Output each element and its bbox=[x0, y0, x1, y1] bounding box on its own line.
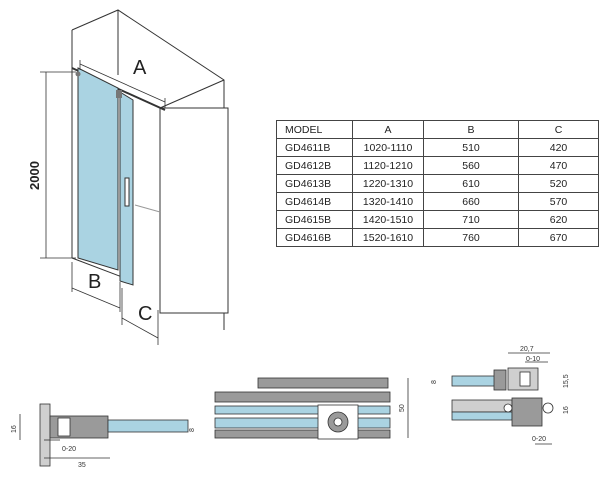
right-dim-8: 8 bbox=[431, 380, 438, 384]
left-dim-0-20: 0-20 bbox=[62, 446, 76, 453]
cell-c: 520 bbox=[518, 174, 599, 193]
header-b: B bbox=[423, 120, 519, 139]
cell-a: 1420-1510 bbox=[352, 210, 424, 229]
dimension-a bbox=[79, 60, 166, 108]
label-height: 2000 bbox=[27, 161, 42, 190]
dimension-c bbox=[121, 288, 159, 345]
right-dim-0-10: 0-10 bbox=[526, 356, 540, 363]
model-spec-table: MODEL A B C GD4611B 1020-1110 510 420 GD… bbox=[276, 120, 599, 247]
table-row: GD4614B 1320-1410 660 570 bbox=[276, 192, 599, 211]
cell-c: 420 bbox=[518, 138, 599, 157]
table-row: GD4612B 1120-1210 560 470 bbox=[276, 156, 599, 175]
cell-c: 620 bbox=[518, 210, 599, 229]
table-row: GD4611B 1020-1110 510 420 bbox=[276, 138, 599, 157]
cell-c: 570 bbox=[518, 192, 599, 211]
header-c: C bbox=[518, 120, 599, 139]
table-row: GD4613B 1220-1310 610 520 bbox=[276, 174, 599, 193]
cell-b: 560 bbox=[423, 156, 519, 175]
door-handle bbox=[124, 177, 130, 207]
table-row: GD4616B 1520-1610 760 670 bbox=[276, 228, 599, 247]
label-b: B bbox=[88, 271, 101, 293]
table-header-row: MODEL A B C bbox=[276, 120, 599, 139]
dimension-b bbox=[71, 262, 121, 312]
cell-c: 470 bbox=[518, 156, 599, 175]
fixed-glass-panel bbox=[77, 67, 119, 271]
right-dim-0-20: 0-20 bbox=[532, 436, 546, 443]
left-dim-8: 8 bbox=[189, 428, 196, 432]
cell-c: 670 bbox=[518, 228, 599, 247]
middle-dim-50: 50 bbox=[399, 404, 406, 412]
table-row: GD4615B 1420-1510 710 620 bbox=[276, 210, 599, 229]
cell-a: 1120-1210 bbox=[352, 156, 424, 175]
cell-model: GD4615B bbox=[276, 210, 353, 229]
right-dim-15-5: 15,5 bbox=[563, 374, 570, 388]
right-dim-20-7: 20,7 bbox=[520, 346, 534, 353]
cell-model: GD4616B bbox=[276, 228, 353, 247]
top-fitting bbox=[75, 71, 81, 77]
right-dim-16: 16 bbox=[563, 406, 570, 414]
detail-right-section bbox=[451, 352, 554, 445]
main-perspective-view bbox=[71, 9, 229, 330]
cell-a: 1220-1310 bbox=[352, 174, 424, 193]
left-dim-35: 35 bbox=[78, 462, 86, 469]
cell-b: 760 bbox=[423, 228, 519, 247]
detail-middle-section bbox=[214, 377, 409, 440]
label-a: A bbox=[133, 57, 147, 79]
dimension-height bbox=[40, 71, 76, 259]
cell-b: 710 bbox=[423, 210, 519, 229]
cell-b: 610 bbox=[423, 174, 519, 193]
cell-b: 660 bbox=[423, 192, 519, 211]
header-a: A bbox=[352, 120, 424, 139]
cell-model: GD4614B bbox=[276, 192, 353, 211]
label-c: C bbox=[138, 303, 152, 325]
roller-fitting bbox=[116, 90, 122, 98]
cell-b: 510 bbox=[423, 138, 519, 157]
cell-model: GD4611B bbox=[276, 138, 353, 157]
cell-model: GD4613B bbox=[276, 174, 353, 193]
cell-a: 1320-1410 bbox=[352, 192, 424, 211]
header-model: MODEL bbox=[276, 120, 353, 139]
cell-model: GD4612B bbox=[276, 156, 353, 175]
detail-left-section bbox=[19, 403, 189, 467]
cell-a: 1520-1610 bbox=[352, 228, 424, 247]
cell-a: 1020-1110 bbox=[352, 138, 424, 157]
left-dim-16: 16 bbox=[11, 425, 18, 433]
